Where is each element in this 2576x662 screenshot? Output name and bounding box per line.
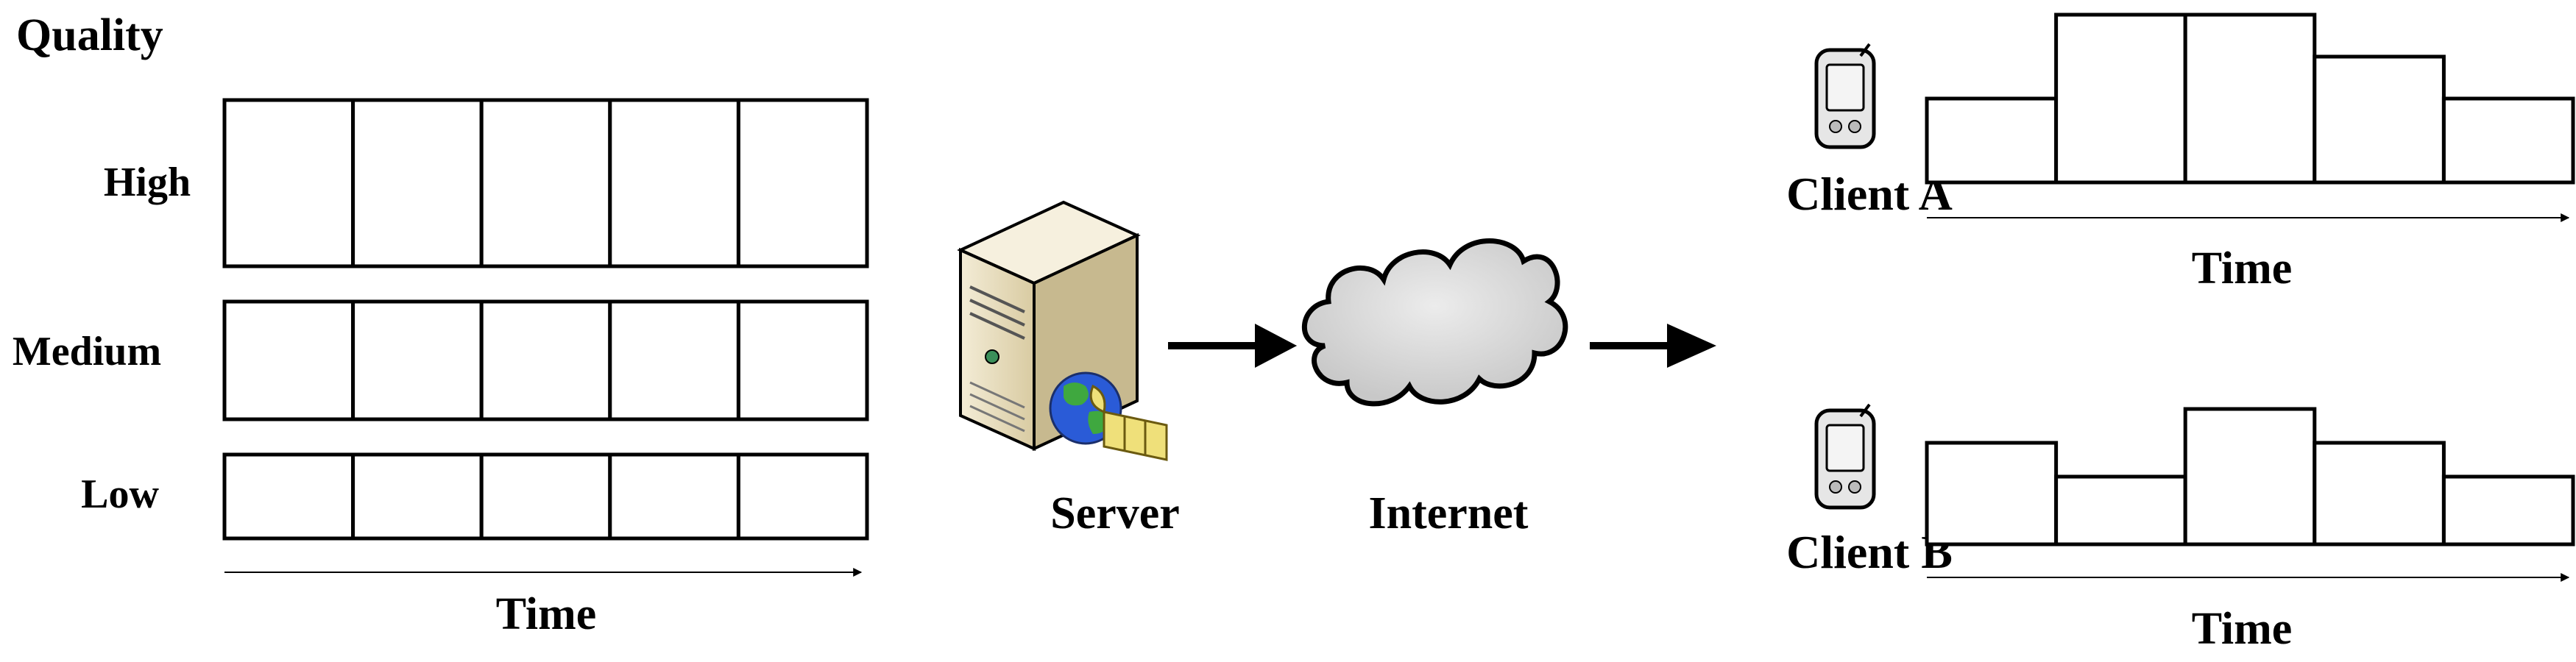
level-label-low: Low [81, 471, 159, 517]
time-label-client-a: Time [2192, 243, 2293, 293]
level-label-high: High [104, 160, 191, 205]
bar-client-b-3 [2183, 407, 2317, 547]
segment-high-2 [351, 98, 484, 268]
quality-axis-title: Quality [16, 10, 163, 60]
bar-client-b-4 [2313, 441, 2446, 547]
right-arrow-icon [1255, 324, 1297, 368]
client-b-quality-chart [1925, 407, 2575, 547]
segment-low-5 [736, 452, 869, 541]
server-label: Server [1050, 488, 1180, 538]
client-b-device: Client B [1786, 403, 1953, 578]
segment-medium-3 [479, 299, 612, 421]
server-icon [957, 200, 1168, 461]
bar-client-a-1 [1925, 96, 2059, 185]
internet-label: Internet [1369, 488, 1529, 538]
bar-client-b-2 [2054, 474, 2187, 547]
bar-client-a-2 [2054, 13, 2187, 185]
mobile-device-icon [1814, 403, 1876, 510]
segment-medium-4 [608, 299, 740, 421]
film-strip-icon [1089, 384, 1168, 461]
right-arrow-icon [1667, 324, 1716, 368]
segment-medium-5 [736, 299, 869, 421]
segment-high-4 [608, 98, 740, 268]
bar-client-b-1 [1925, 441, 2059, 547]
segment-low-2 [351, 452, 484, 541]
client-a-quality-chart [1925, 13, 2575, 185]
level-label-medium: Medium [13, 329, 161, 374]
client-b-label: Client B [1786, 526, 1953, 578]
client-a-device: Client A [1786, 43, 1953, 220]
segment-high-5 [736, 98, 869, 268]
segment-low-1 [222, 452, 355, 541]
bar-client-a-5 [2441, 96, 2575, 185]
quality-levels: Quality High Medium Low Time [13, 10, 869, 639]
bar-client-b-5 [2441, 474, 2575, 547]
segment-medium-1 [222, 299, 355, 421]
bar-client-a-4 [2313, 54, 2446, 185]
bar-client-a-3 [2183, 13, 2317, 185]
segment-high-1 [222, 98, 355, 268]
segment-low-3 [479, 452, 612, 541]
segment-high-3 [479, 98, 612, 268]
time-label-client-b: Time [2192, 604, 2293, 654]
time-label-left: Time [496, 589, 597, 639]
quality-level-rows [222, 98, 869, 541]
client-a-label: Client A [1786, 168, 1953, 220]
segment-medium-2 [351, 299, 484, 421]
segment-low-4 [608, 452, 740, 541]
mobile-device-icon [1814, 43, 1876, 149]
cloud-icon [1302, 238, 1568, 407]
